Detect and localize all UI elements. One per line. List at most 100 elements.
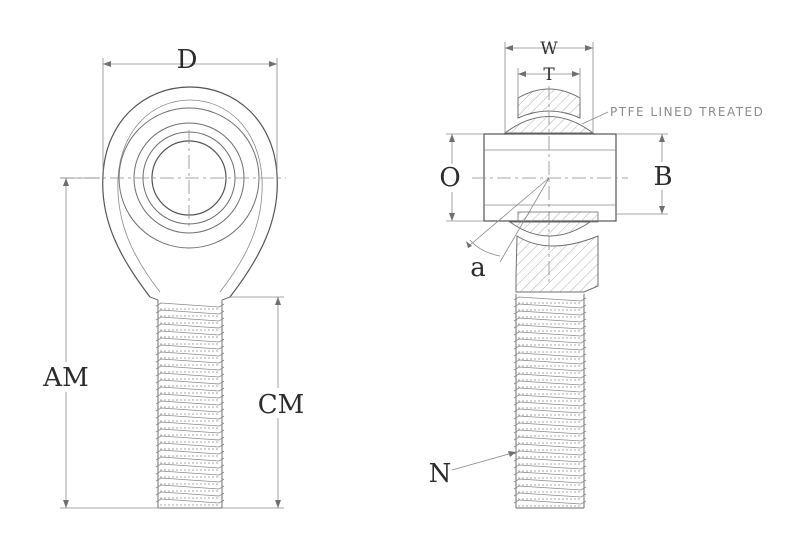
am-label-bg — [44, 362, 88, 392]
lower-liner — [517, 211, 599, 223]
thread-line — [155, 323, 225, 329]
thread-line — [155, 491, 225, 497]
label-cm: CM — [258, 390, 305, 420]
am-arrow-top — [63, 178, 69, 186]
angle-arrow — [466, 241, 472, 248]
thread-line — [513, 443, 587, 449]
label-d: D — [177, 45, 198, 75]
t-arrow-left — [518, 71, 526, 77]
head-inner-contour — [117, 99, 263, 293]
thread-line — [155, 442, 225, 448]
thread-line — [155, 498, 225, 504]
cm-arrow-bottom — [275, 500, 281, 508]
upper-housing — [517, 88, 581, 119]
label-w: W — [540, 39, 558, 59]
label-t: T — [543, 65, 555, 85]
thread-line — [155, 407, 225, 413]
thread-line — [155, 449, 225, 455]
thread-line — [513, 373, 587, 379]
thread-line — [155, 414, 225, 420]
thread-line — [513, 345, 587, 351]
section-view: W T O B a PTFE LINED TREATED — [429, 39, 764, 509]
thread-line — [513, 394, 587, 400]
thread-line — [155, 365, 225, 371]
thread-line — [155, 337, 225, 343]
angle-arc — [469, 239, 501, 257]
neck-right — [221, 296, 231, 301]
thread-line — [513, 387, 587, 393]
thread-line — [513, 415, 587, 421]
thread-line — [513, 338, 587, 344]
o-label-bg — [438, 164, 464, 192]
angle-line-1 — [469, 177, 550, 246]
am-arrow-bottom — [63, 500, 69, 508]
thread-line — [513, 471, 587, 477]
thread-line — [155, 309, 225, 315]
lower-housing — [515, 235, 599, 293]
thread-line — [155, 484, 225, 490]
o-arrow-bottom — [449, 213, 455, 221]
thread-line — [155, 456, 225, 462]
thread-line — [513, 485, 587, 491]
thread-line — [513, 450, 587, 456]
w-arrow-left — [505, 45, 513, 51]
thread-line — [155, 372, 225, 378]
thread-line — [155, 316, 225, 322]
thread-line — [155, 470, 225, 476]
thread-line — [513, 492, 587, 498]
thread-line — [513, 457, 587, 463]
thread-line — [155, 330, 225, 336]
label-am: AM — [42, 363, 88, 393]
t-arrow-right — [572, 71, 580, 77]
thread-line — [513, 499, 587, 505]
o-arrow-top — [449, 134, 455, 142]
b-arrow-bottom — [659, 206, 665, 214]
thread-line — [513, 401, 587, 407]
label-a: a — [470, 253, 486, 283]
thread-line — [155, 379, 225, 385]
head-outline — [102, 86, 278, 298]
label-o: O — [439, 163, 460, 193]
thread-line — [513, 359, 587, 365]
thread-line — [513, 310, 587, 316]
thread-line — [513, 296, 587, 302]
thread-line — [155, 358, 225, 364]
label-n: N — [429, 459, 452, 489]
thread-line — [513, 317, 587, 323]
b-label-bg — [650, 162, 676, 190]
thread-line — [513, 408, 587, 414]
thread-line — [513, 464, 587, 470]
thread-line — [155, 435, 225, 441]
angle-line-2 — [499, 177, 550, 263]
d-arrow-left — [103, 61, 111, 67]
d-arrow-right — [269, 61, 277, 67]
thread-line — [155, 463, 225, 469]
thread-line — [155, 393, 225, 399]
threaded-shank-left — [155, 300, 225, 509]
thread-line — [513, 366, 587, 372]
b-arrow-top — [659, 134, 665, 142]
n-arrow — [508, 451, 516, 457]
thread-line — [513, 352, 587, 358]
cm-arrow-top — [275, 297, 281, 305]
ptfe-leader — [581, 111, 609, 125]
ptfe-note: PTFE LINED TREATED — [610, 105, 764, 119]
cm-label-bg — [258, 388, 304, 418]
label-b: B — [653, 162, 672, 192]
n-leader — [451, 451, 517, 471]
thread-line — [155, 400, 225, 406]
thread-line — [155, 477, 225, 483]
thread-line — [513, 478, 587, 484]
thread-line — [513, 324, 587, 330]
thread-line — [513, 436, 587, 442]
thread-line — [155, 351, 225, 357]
thread-line — [155, 386, 225, 392]
front-view: D AM CM — [42, 45, 305, 509]
thread-line — [155, 428, 225, 434]
threaded-shank-right — [513, 294, 587, 509]
thread-line — [513, 303, 587, 309]
thread-line — [155, 344, 225, 350]
thread-line — [155, 302, 225, 308]
